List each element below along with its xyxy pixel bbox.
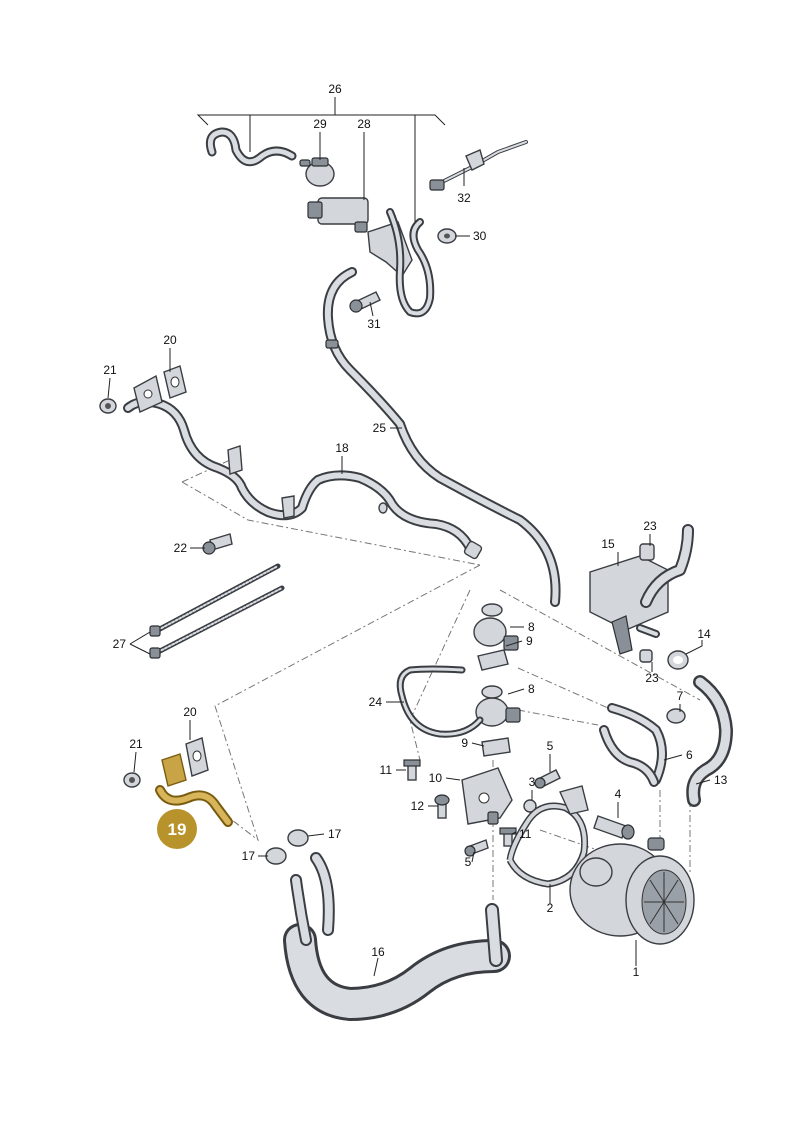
callout-22: 22: [174, 541, 188, 555]
callout-1: 1: [633, 965, 640, 979]
bracket-2: [506, 785, 589, 888]
hose-26-top: [205, 127, 297, 167]
clamp-17b: [265, 847, 287, 865]
callout-4: 4: [615, 787, 622, 801]
callout-21b: 21: [129, 737, 143, 751]
bolt-11a: [403, 759, 421, 781]
flange-20b: [185, 737, 209, 777]
pipe-18: [123, 396, 483, 560]
callout-23a: 23: [643, 519, 657, 533]
bolt-11b: [499, 827, 517, 847]
callout-31: 31: [367, 317, 381, 331]
nut-30: [437, 228, 457, 244]
nut-21a: [99, 398, 117, 414]
callout-11a: 11: [380, 763, 393, 777]
clamp-7: [666, 708, 686, 724]
hose-6: [599, 703, 667, 787]
callout-16: 16: [371, 945, 385, 959]
valve-8b: [475, 685, 521, 727]
callout-27: 27: [113, 637, 127, 651]
gasket-9a: [477, 649, 509, 671]
callout-3: 3: [529, 775, 536, 789]
callout-2: 2: [547, 901, 554, 915]
cap-23b: [639, 649, 653, 663]
callout-15: 15: [601, 537, 615, 551]
callout-7: 7: [677, 689, 684, 703]
callout-24: 24: [369, 695, 383, 709]
plate-10: [461, 767, 513, 825]
hose-25: [322, 267, 561, 607]
highlight-badge-label: 19: [168, 820, 187, 839]
callout-5b: 5: [465, 855, 472, 869]
highlight-badge[interactable]: [157, 809, 197, 849]
callout-29: 29: [313, 117, 327, 131]
hose-24: [396, 665, 484, 738]
valve-29: [299, 157, 335, 187]
nut-21b: [123, 772, 141, 788]
callout-23b: 23: [645, 671, 659, 685]
callout-20b: 20: [183, 705, 197, 719]
valve-8a: [473, 603, 519, 651]
hose-13: [686, 675, 733, 807]
callout-30: 30: [473, 229, 487, 243]
bolt-31: [349, 291, 381, 313]
callout-8b: 8: [528, 682, 535, 696]
connector-32: [429, 140, 528, 191]
pipe-19-highlighted: [155, 753, 233, 827]
solenoid-valve-28: [307, 197, 369, 233]
air-pump-1: [569, 837, 695, 945]
callout-12: 12: [411, 799, 425, 813]
bolt-5a: [534, 769, 561, 789]
callout-17a: 17: [328, 827, 342, 841]
callout-9a: 9: [526, 634, 533, 648]
bolt-22: [202, 533, 233, 555]
clamp-14: [667, 650, 689, 670]
flange-20a: [133, 374, 163, 413]
sensor-4: [593, 815, 635, 840]
callout-26: 26: [328, 82, 342, 96]
reservoir-15: [589, 524, 694, 655]
highlight-callout-19[interactable]: 19: [157, 809, 197, 849]
leader-lines: [107, 97, 711, 977]
callout-32: 32: [457, 191, 471, 205]
bolt-12: [434, 794, 450, 819]
callout-25: 25: [373, 421, 387, 435]
cable-tie-27: [149, 563, 285, 659]
callout-10: 10: [429, 771, 443, 785]
callout-11b: 11: [519, 827, 532, 841]
cap-23a: [639, 543, 655, 561]
callout-labels: 26 29 28 32 30 31 20 21 25 18 22 23 15 1…: [103, 82, 727, 979]
callout-21a: 21: [103, 363, 117, 377]
callout-28: 28: [357, 117, 371, 131]
callout-6: 6: [686, 748, 693, 762]
callout-9b: 9: [461, 736, 468, 750]
gasket-9b: [481, 737, 511, 757]
callout-18: 18: [335, 441, 349, 455]
callout-8a: 8: [528, 620, 535, 634]
bolt-5b: [464, 839, 489, 857]
nut-3: [523, 799, 537, 813]
callout-13: 13: [714, 773, 728, 787]
callout-20a: 20: [163, 333, 177, 347]
callout-17b: 17: [242, 849, 256, 863]
bracket-assembly: [367, 208, 435, 318]
callout-5a: 5: [547, 739, 554, 753]
gasket-20a: [163, 365, 187, 399]
callout-14: 14: [697, 627, 711, 641]
hose-16: [283, 852, 511, 1021]
clamp-17a: [287, 829, 309, 847]
